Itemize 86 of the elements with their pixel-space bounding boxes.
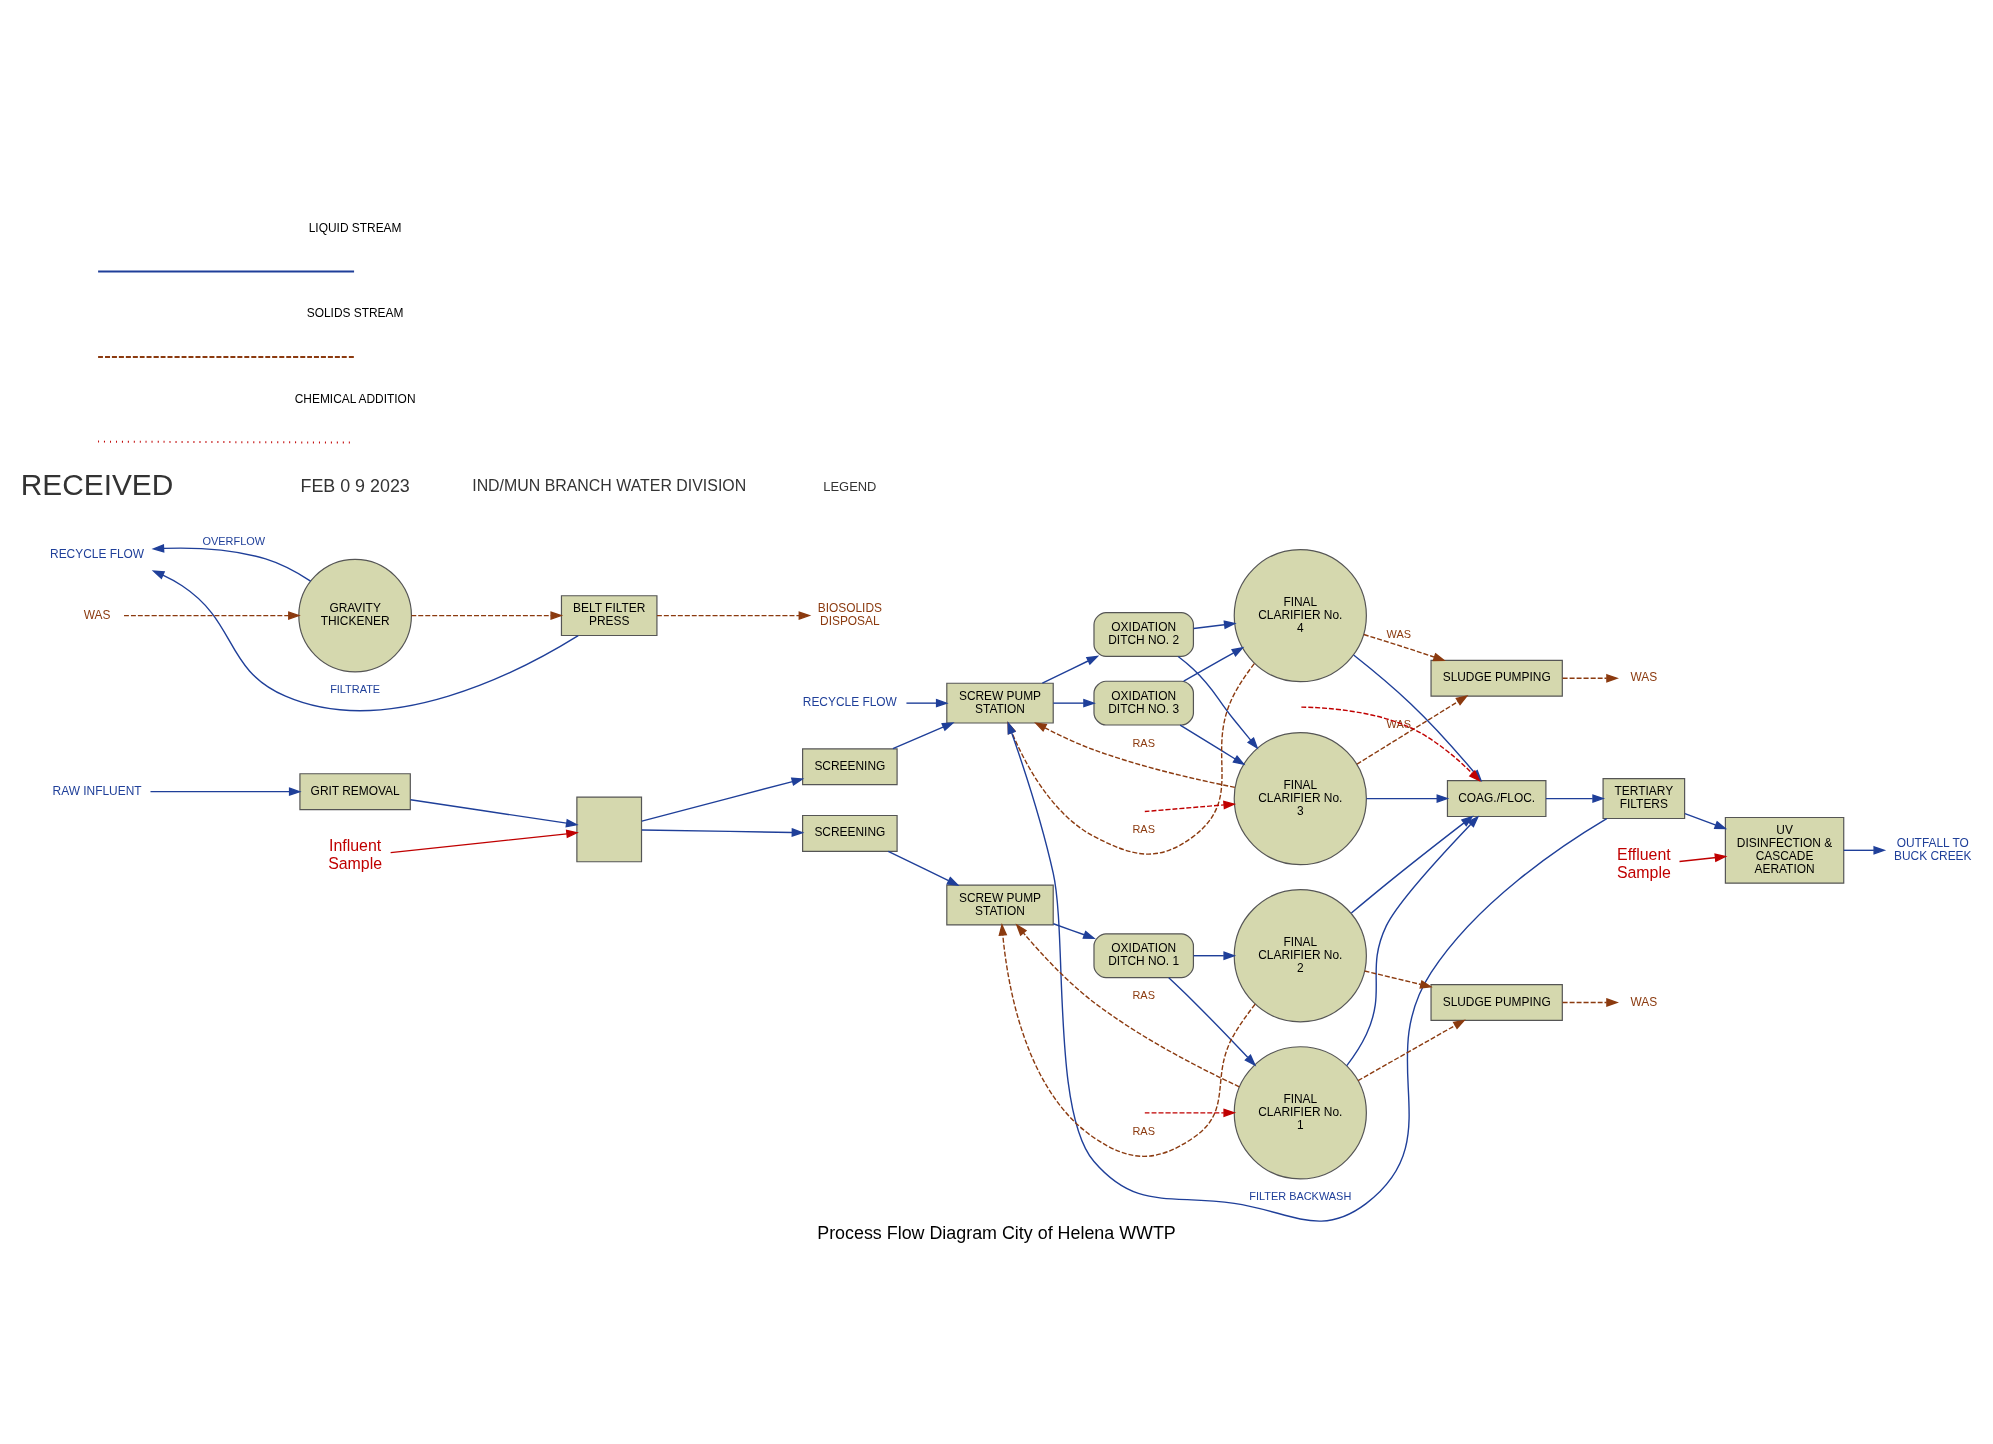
arrow xyxy=(409,799,579,828)
arrow xyxy=(149,787,302,797)
arrow xyxy=(1363,633,1446,662)
arrow xyxy=(1684,812,1728,830)
node-box: SCREW PUMP STATION xyxy=(946,884,1054,926)
arrow xyxy=(1052,923,1096,939)
node-box: SLUDGE PUMPING xyxy=(1430,983,1563,1021)
label: FEB 0 9 2023 xyxy=(300,475,410,496)
arrow xyxy=(1183,646,1245,682)
node-box: SCREW PUMP STATION xyxy=(946,682,1054,724)
arrow xyxy=(1052,698,1096,708)
node-circle: GRAVITY THICKENER xyxy=(298,558,413,673)
edge-label: FILTRATE xyxy=(330,682,381,695)
node-text: WAS xyxy=(1630,670,1658,685)
arrow xyxy=(1561,673,1619,683)
arrow xyxy=(998,923,1256,1158)
edge-label: FILTER BACKWASH xyxy=(1249,1190,1352,1203)
edge-label: RAS xyxy=(1132,989,1155,1002)
arrow xyxy=(887,850,960,886)
arrow xyxy=(892,722,955,750)
arrow xyxy=(1192,620,1237,630)
node-text: RECYCLE FLOW xyxy=(802,695,897,710)
arrow xyxy=(1177,655,1259,750)
node-box: SCREENING xyxy=(802,814,898,852)
node-box: SLUDGE PUMPING xyxy=(1430,659,1563,697)
node-circle: FINAL CLARIFIER No. 1 xyxy=(1233,1046,1367,1180)
node-text: Effluent Sample xyxy=(1616,846,1671,881)
node-box: BELT FILTER PRESS xyxy=(560,595,658,637)
arrow xyxy=(1007,721,1608,1222)
arrow xyxy=(389,829,579,854)
arrow xyxy=(1346,815,1480,1067)
node-box: TERTIARY FILTERS xyxy=(1602,778,1686,820)
node-box: OXIDATION DITCH NO. 1 xyxy=(1093,933,1195,979)
arrow xyxy=(1144,800,1237,813)
arrow xyxy=(1356,695,1469,765)
arrow xyxy=(641,777,805,822)
arrow xyxy=(1678,853,1728,863)
legend-label: CHEMICAL ADDITION xyxy=(294,391,416,406)
node-text: Influent Sample xyxy=(328,837,383,873)
node-text: RECYCLE FLOW xyxy=(50,547,145,562)
arrow xyxy=(1192,951,1237,961)
arrow xyxy=(905,698,949,708)
node-text: WAS xyxy=(1630,994,1658,1009)
arrow xyxy=(1561,998,1619,1007)
diagram-title: Process Flow Diagram City of Helena WWTP xyxy=(817,1223,1176,1244)
edge-label: OVERFLOW xyxy=(202,534,266,547)
label: RECEIVED xyxy=(20,467,174,501)
arrow xyxy=(151,543,312,582)
node-circle: FINAL CLARIFIER No. 2 xyxy=(1233,889,1367,1023)
label: LEGEND xyxy=(823,478,877,494)
arrow xyxy=(641,828,805,837)
arrow xyxy=(151,570,579,712)
arrow xyxy=(1041,655,1100,684)
arrow xyxy=(1363,970,1433,989)
node-text: RAW INFLUENT xyxy=(52,783,142,798)
node-box: COAG./FLOC. xyxy=(1446,780,1547,818)
node-box: SCREENING xyxy=(802,748,898,786)
arrow xyxy=(123,611,301,621)
arrow xyxy=(1365,794,1450,804)
arrow xyxy=(656,611,812,621)
node-text: BIOSOLIDS DISPOSAL xyxy=(817,601,882,629)
arrow xyxy=(1545,794,1606,804)
node-box: UV DISINFECTION & CASCADE AERATION xyxy=(1724,816,1845,884)
edge-label: WAS xyxy=(1386,628,1411,641)
arrow xyxy=(1007,663,1255,855)
node-box xyxy=(576,796,643,863)
node-text: OUTFALL TO BUCK CREEK xyxy=(1893,835,1972,863)
edge-label: RAS xyxy=(1132,736,1155,749)
node-box: OXIDATION DITCH NO. 3 xyxy=(1093,680,1195,726)
legend-label: LIQUID STREAM xyxy=(308,220,402,235)
arrow xyxy=(1144,1108,1237,1118)
arrow xyxy=(1034,722,1236,788)
node-box: GRIT REMOVAL xyxy=(299,773,411,811)
arrow xyxy=(1357,1019,1466,1082)
node-box: OXIDATION DITCH NO. 2 xyxy=(1093,612,1195,657)
node-text: WAS xyxy=(83,607,111,622)
arrow xyxy=(1015,923,1240,1088)
label: IND/MUN BRANCH WATER DIVISION xyxy=(472,477,747,495)
arrow xyxy=(1350,815,1474,914)
arrow xyxy=(410,611,564,621)
edge-label: RAS xyxy=(1132,1124,1155,1137)
arrow xyxy=(1168,977,1257,1067)
arrow xyxy=(1179,724,1246,766)
edge-label: RAS xyxy=(1132,823,1155,836)
legend-label: SOLIDS STREAM xyxy=(306,306,404,321)
arrow xyxy=(1843,845,1887,855)
